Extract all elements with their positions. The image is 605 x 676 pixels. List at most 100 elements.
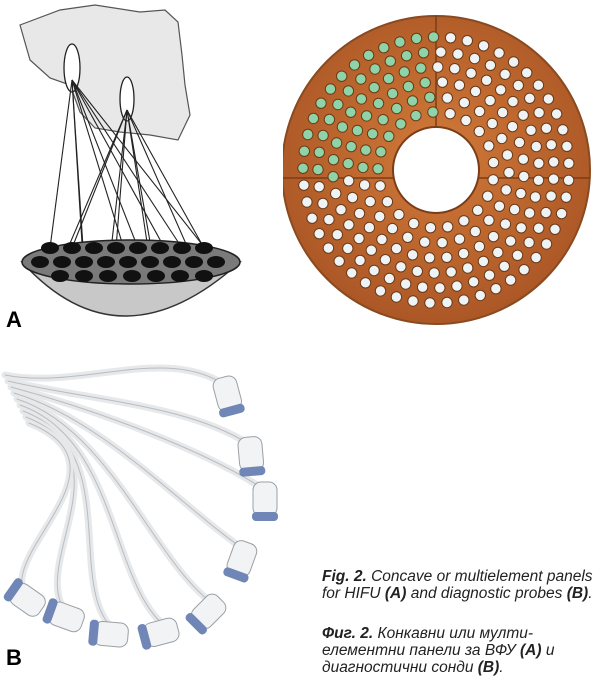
disc-transducer-element xyxy=(303,129,313,139)
transducer-element xyxy=(53,256,71,268)
disc-transducer-element xyxy=(331,188,341,198)
disc-transducer-element xyxy=(541,207,551,217)
disc-transducer-element xyxy=(556,208,566,218)
disc-transducer-element xyxy=(541,239,551,249)
caption-en-end: . xyxy=(588,585,592,602)
disc-transducer-element xyxy=(358,162,368,172)
disc-transducer-element xyxy=(505,275,515,285)
transducer-element xyxy=(171,270,189,282)
disc-transducer-element xyxy=(384,273,394,283)
disc-transducer-element xyxy=(375,181,385,191)
disc-transducer-element xyxy=(458,248,468,258)
disc-transducer-element xyxy=(313,164,323,174)
disc-transducer-element xyxy=(551,109,561,119)
disc-transducer-element xyxy=(459,295,469,305)
transducer-element xyxy=(97,256,115,268)
disc-transducer-element xyxy=(428,32,438,42)
disc-transducer-element xyxy=(337,122,347,132)
disc-transducer-element xyxy=(391,243,401,253)
disc-transducer-element xyxy=(530,192,540,202)
disc-transducer-element xyxy=(450,63,460,73)
caption-bg-a: (А) xyxy=(520,642,542,659)
disc-transducer-element xyxy=(494,48,504,58)
disc-transducer-element xyxy=(324,114,334,124)
disc-transducer-element xyxy=(564,158,574,168)
disc-transducer-element xyxy=(387,88,397,98)
disc-transducer-element xyxy=(334,256,344,266)
disc-transducer-element xyxy=(373,164,383,174)
caption-english: Fig. 2. Concave or multielement panels f… xyxy=(322,568,605,602)
probe-body xyxy=(253,482,277,516)
disc-transducer-element xyxy=(550,224,560,234)
disc-transducer-element xyxy=(459,216,469,226)
disc-transducer-element xyxy=(442,297,452,307)
transducer-element xyxy=(123,270,141,282)
disc-transducer-element xyxy=(446,267,456,277)
disc-transducer-element xyxy=(549,157,559,167)
disc-transducer-element xyxy=(412,266,422,276)
ultrasound-beam-line xyxy=(50,80,72,248)
disc-transducer-element xyxy=(408,296,418,306)
disc-transducer-element xyxy=(385,56,395,66)
caption-en-b: (B) xyxy=(567,585,589,602)
disc-transducer-element xyxy=(497,107,507,117)
disc-transducer-element xyxy=(318,130,328,140)
transducer-element xyxy=(107,242,125,254)
probe-head xyxy=(210,374,245,418)
disc-transducer-element xyxy=(314,229,324,239)
disc-transducer-element xyxy=(454,234,464,244)
transducer-element xyxy=(207,256,225,268)
disc-transducer-element xyxy=(509,204,519,214)
disc-transducer-element xyxy=(375,286,385,296)
disc-transducer-element xyxy=(546,191,556,201)
disc-transducer-element xyxy=(470,226,480,236)
disc-transducer-element xyxy=(323,243,333,253)
disc-transducer-element xyxy=(519,171,529,181)
disc-transducer-element xyxy=(531,141,541,151)
disc-transducer-element xyxy=(420,237,430,247)
tissue-region xyxy=(20,5,190,140)
transducer-element xyxy=(41,242,59,254)
disc-transducer-element xyxy=(502,150,512,160)
probe-head xyxy=(41,597,87,635)
caption-en-a: (A) xyxy=(385,585,407,602)
disc-transducer-element xyxy=(328,155,338,165)
disc-transducer-element xyxy=(473,205,483,215)
disc-transducer-element xyxy=(524,208,534,218)
transducer-element xyxy=(31,256,49,268)
disc-transducer-element xyxy=(519,265,529,275)
disc-transducer-element xyxy=(328,172,338,182)
disc-transducer-element xyxy=(384,131,394,141)
disc-transducer-element xyxy=(346,141,356,151)
multielement-disc-panel xyxy=(283,0,603,330)
transducer-element xyxy=(129,242,147,254)
disc-transducer-element xyxy=(401,279,411,289)
probe-cable xyxy=(22,423,70,605)
disc-transducer-element xyxy=(518,110,528,120)
disc-transducer-element xyxy=(493,247,503,257)
disc-transducer-element xyxy=(344,176,354,186)
disc-transducer-element xyxy=(496,85,506,95)
probe-head xyxy=(137,615,181,650)
hifu-concave-transducer-diagram xyxy=(0,0,260,320)
disc-transducer-element xyxy=(302,197,312,207)
disc-transducer-element xyxy=(524,237,534,247)
disc-transducer-element xyxy=(355,255,365,265)
disc-transducer-element xyxy=(442,93,452,103)
disc-transducer-element xyxy=(563,175,573,185)
probe-head xyxy=(2,577,49,621)
disc-transducer-element xyxy=(407,96,417,106)
disc-transducer-element xyxy=(435,283,445,293)
probe-tip xyxy=(252,512,278,521)
disc-transducer-element xyxy=(500,69,510,79)
panel-b-label: B xyxy=(6,645,22,671)
disc-transducer-element xyxy=(522,68,532,78)
disc-transducer-element xyxy=(324,214,334,224)
disc-transducer-element xyxy=(470,86,480,96)
disc-transducer-element xyxy=(485,95,495,105)
disc-transducer-element xyxy=(299,146,309,156)
disc-transducer-element xyxy=(466,68,476,78)
disc-transducer-element xyxy=(424,253,434,263)
disc-transducer-element xyxy=(516,223,526,233)
disc-transducer-element xyxy=(443,222,453,232)
